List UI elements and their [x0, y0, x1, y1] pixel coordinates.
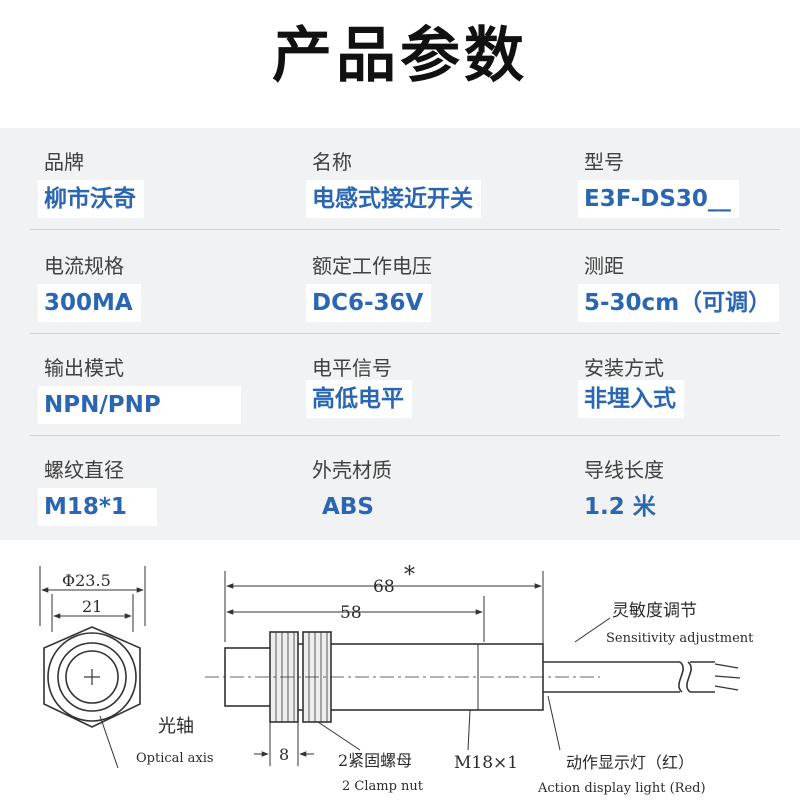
action-light-en-label: Action display light (Red) [537, 781, 706, 796]
spec-label-voltage: 额定工作电压 [312, 254, 432, 278]
spec-label-model: 型号 [584, 150, 624, 174]
action-light-cn-label: 动作显示灯（红） [566, 753, 694, 772]
spec-row-4: 螺纹直径 M18*1 外壳材质 ABS 导线长度 1.2 米 [0, 436, 800, 538]
spec-value-current: 300MA [38, 284, 141, 322]
spec-value-cable: 1.2 米 [584, 494, 656, 520]
spec-value-mount: 非埋入式 [578, 380, 684, 418]
dimension-drawing: Φ23.5 21 光轴 Optical axis [39, 563, 754, 796]
spec-row-1: 品牌 柳市沃奇 名称 电感式接近开关 型号 E3F-DS30__ [0, 128, 800, 230]
optical-axis-en-label: Optical axis [136, 751, 214, 766]
nut-width-label: 8 [279, 745, 289, 764]
spec-table: 品牌 柳市沃奇 名称 电感式接近开关 型号 E3F-DS30__ 电流规格 30… [0, 128, 800, 540]
spec-label-current: 电流规格 [44, 254, 124, 278]
clamp-nut-en-label: 2 Clamp nut [342, 779, 424, 794]
spec-label-thread: 螺纹直径 [44, 458, 124, 482]
total-length-label: 68 [373, 577, 395, 597]
spec-label-mount: 安装方式 [584, 356, 664, 380]
side-view [205, 571, 741, 766]
sensitivity-cn-label: 灵敏度调节 [612, 601, 697, 621]
sensitivity-en-label: Sensitivity adjustment [606, 631, 754, 646]
spec-label-cable: 导线长度 [584, 458, 664, 482]
spec-value-voltage: DC6-36V [306, 284, 432, 322]
spec-label-level: 电平信号 [312, 356, 392, 380]
spec-row-3: 输出模式 NPN/PNP 电平信号 高低电平 安装方式 非埋入式 [0, 334, 800, 436]
spec-value-name: 电感式接近开关 [306, 180, 481, 218]
spec-label-brand: 品牌 [44, 150, 84, 174]
spec-value-output: NPN/PNP [38, 386, 241, 424]
inner-diameter-label: 21 [82, 597, 102, 616]
spec-value-brand: 柳市沃奇 [38, 180, 144, 218]
spec-label-output: 输出模式 [44, 356, 124, 380]
spec-label-range: 测距 [584, 254, 624, 278]
spec-value-model: E3F-DS30__ [578, 180, 739, 218]
clamp-nut-cn-label: 2紧固螺母 [338, 751, 412, 770]
spec-value-thread: M18*1 [38, 488, 157, 526]
thread-label: M18×1 [454, 753, 518, 773]
optical-axis-cn-label: 光轴 [158, 716, 194, 737]
total-length-mark: * [404, 563, 415, 588]
page-title: 产品参数 [272, 21, 528, 91]
spec-value-material: ABS [322, 494, 374, 520]
spec-value-range: 5-30cm（可调） [578, 284, 780, 322]
spec-value-level: 高低电平 [306, 380, 412, 418]
front-view [39, 566, 146, 769]
spec-label-name: 名称 [312, 150, 352, 174]
body-length-label: 58 [340, 603, 362, 623]
spec-row-2: 电流规格 300MA 额定工作电压 DC6-36V 测距 5-30cm（可调） [0, 232, 800, 334]
spec-label-material: 外壳材质 [312, 458, 392, 482]
outer-diameter-label: Φ23.5 [62, 571, 111, 590]
